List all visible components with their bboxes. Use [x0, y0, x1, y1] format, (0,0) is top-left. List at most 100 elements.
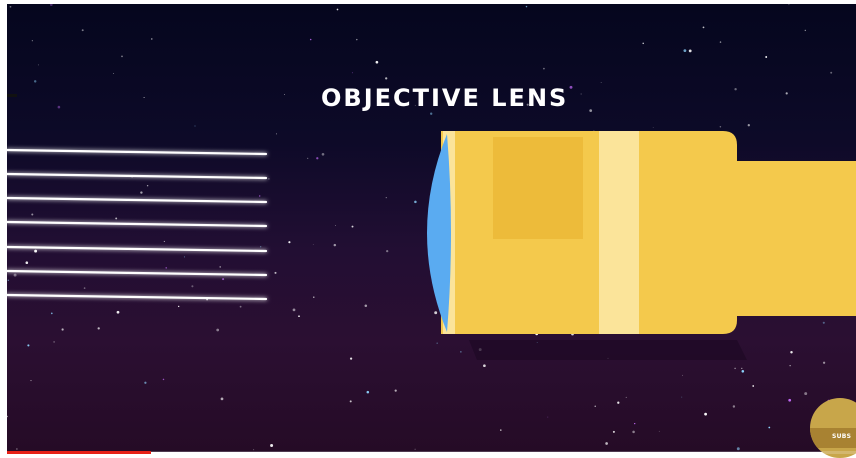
star — [805, 30, 806, 31]
star — [51, 313, 53, 315]
star — [16, 448, 17, 449]
star — [683, 49, 686, 52]
star — [32, 40, 33, 41]
star — [595, 406, 596, 407]
star — [733, 405, 735, 407]
star — [164, 241, 165, 242]
star — [274, 272, 276, 274]
star — [259, 195, 260, 196]
star — [748, 124, 750, 126]
star — [642, 43, 643, 44]
video-progress-bar[interactable] — [7, 451, 856, 454]
star — [768, 427, 770, 429]
star — [632, 431, 635, 434]
star — [298, 315, 300, 317]
star — [288, 241, 290, 243]
telescope-eyepiece-tube — [729, 161, 856, 316]
star — [337, 9, 339, 11]
star — [82, 29, 84, 31]
star — [7, 416, 8, 417]
star — [98, 327, 100, 329]
star — [613, 431, 615, 433]
star — [117, 311, 120, 314]
star — [31, 213, 33, 215]
star — [222, 278, 224, 280]
star — [50, 4, 53, 6]
star — [61, 328, 63, 330]
telescope-panel — [493, 137, 583, 239]
star — [589, 109, 592, 112]
star — [151, 38, 152, 39]
star — [659, 431, 660, 432]
star — [720, 41, 721, 42]
star — [84, 287, 86, 289]
star — [720, 126, 721, 127]
star — [8, 280, 9, 281]
star — [804, 392, 807, 395]
star — [313, 297, 314, 298]
star — [547, 417, 548, 418]
star — [737, 447, 740, 450]
star — [26, 261, 29, 264]
star — [788, 399, 791, 402]
star — [293, 309, 296, 312]
star — [823, 362, 825, 364]
light-rays-icon — [7, 150, 266, 299]
star — [395, 390, 397, 392]
star — [626, 397, 627, 398]
light-ray — [7, 198, 266, 202]
star — [140, 191, 142, 193]
star — [115, 217, 117, 219]
video-progress-played — [7, 451, 151, 454]
star — [742, 370, 745, 373]
star — [376, 61, 379, 64]
star — [334, 244, 336, 246]
star — [260, 246, 261, 247]
star — [34, 80, 36, 82]
star — [430, 113, 432, 115]
star — [163, 379, 165, 381]
star — [823, 322, 825, 324]
star — [460, 351, 461, 352]
star — [307, 158, 308, 159]
star — [415, 449, 416, 450]
star — [216, 329, 219, 332]
star — [741, 368, 742, 369]
star — [194, 125, 195, 126]
star — [38, 64, 39, 65]
telescope-band — [599, 131, 639, 334]
star — [434, 311, 437, 314]
star — [436, 342, 438, 344]
star — [786, 92, 788, 94]
star — [53, 341, 55, 343]
star — [734, 88, 736, 90]
star — [350, 357, 352, 359]
star — [500, 429, 501, 430]
star — [166, 267, 167, 268]
star — [414, 201, 417, 204]
star — [830, 72, 832, 74]
light-ray — [7, 174, 266, 178]
star — [184, 256, 185, 257]
star — [704, 413, 707, 416]
star — [144, 97, 145, 98]
star — [689, 49, 692, 52]
star — [121, 56, 123, 58]
star — [322, 153, 325, 156]
star — [284, 94, 285, 95]
star — [27, 344, 29, 346]
star — [34, 250, 37, 253]
star — [58, 106, 61, 109]
star — [682, 375, 683, 376]
star — [385, 77, 387, 79]
star — [335, 225, 336, 226]
video-frame[interactable]: OBJECTIVE LENS — [7, 4, 856, 452]
star — [526, 6, 527, 7]
telescope-main-tube — [441, 131, 737, 334]
star — [113, 73, 114, 74]
star — [681, 397, 682, 398]
star — [147, 185, 148, 186]
star — [703, 27, 705, 29]
star — [356, 39, 357, 40]
star — [352, 72, 353, 73]
